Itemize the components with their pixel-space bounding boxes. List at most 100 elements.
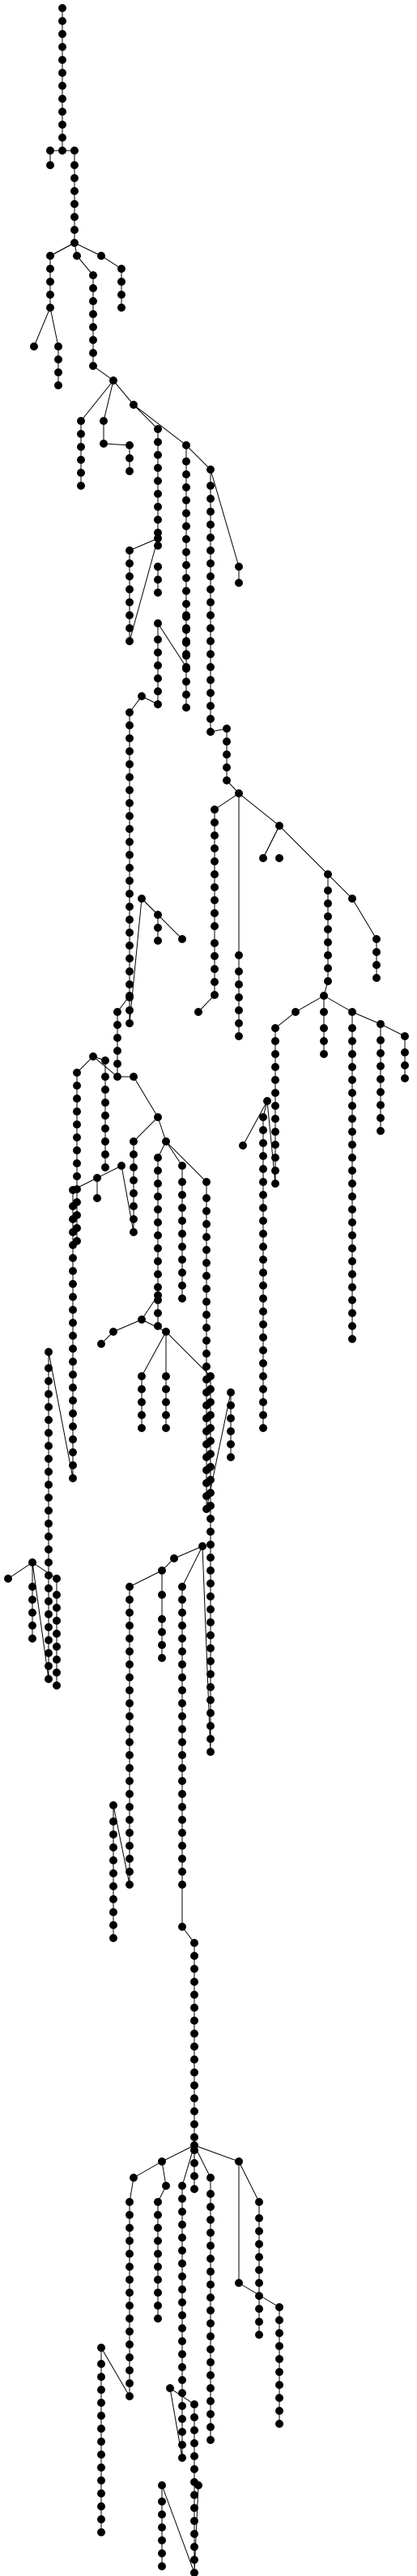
tree-node <box>130 1228 138 1236</box>
tree-node <box>255 2227 263 2235</box>
tree-node <box>178 2182 186 2190</box>
tree-node <box>206 1683 215 1691</box>
tree-node <box>235 1006 243 1014</box>
tree-node <box>126 877 134 885</box>
tree-node <box>178 1191 186 1199</box>
tree-node <box>130 1150 138 1158</box>
tree-node <box>227 1414 235 1422</box>
tree-node <box>158 2536 166 2544</box>
tree-node <box>275 2407 283 2415</box>
tree-node <box>97 2360 105 2368</box>
tree-node <box>126 773 134 781</box>
tree-node <box>182 611 190 619</box>
tree-node <box>69 1384 77 1392</box>
tree-node <box>178 1764 186 1772</box>
tree-node <box>259 1372 267 1380</box>
tree-node <box>126 611 134 619</box>
tree-node <box>206 1411 215 1419</box>
tree-node <box>202 1220 211 1228</box>
tree-node <box>58 56 66 64</box>
tree-node <box>130 1073 138 1081</box>
tree-node <box>178 2441 186 2449</box>
tree-node <box>206 1748 215 1756</box>
tree-node <box>178 1204 186 1212</box>
tree-edge <box>157 623 187 668</box>
tree-node <box>126 1751 134 1759</box>
tree-node <box>178 1230 186 1238</box>
tree-node <box>190 2094 198 2102</box>
tree-node <box>178 2389 186 2397</box>
tree-node <box>190 1965 198 1973</box>
tree-node <box>178 1673 186 1681</box>
tree-node <box>324 899 332 908</box>
tree-node <box>126 980 134 988</box>
tree-node <box>206 2229 215 2237</box>
tree-node <box>126 1622 134 1630</box>
tree-node <box>211 883 219 891</box>
tree-node <box>97 2528 105 2536</box>
tree-node <box>206 1502 215 1510</box>
tree-node <box>190 1952 198 1960</box>
tree-node <box>154 534 162 542</box>
tree-node <box>348 1154 356 1162</box>
tree-node <box>182 637 190 645</box>
tree-node <box>73 1082 81 1090</box>
tree-node <box>235 993 243 1001</box>
tree-node <box>372 935 381 943</box>
tree-edge <box>133 404 159 430</box>
tree-node <box>182 522 190 530</box>
tree-node <box>255 2214 263 2222</box>
tree-node <box>154 924 162 932</box>
tree-edge <box>380 1023 406 1037</box>
tree-node <box>77 456 85 464</box>
tree-node <box>206 2332 215 2340</box>
tree-node <box>178 1686 186 1694</box>
tree-node <box>259 1178 267 1186</box>
tree-edge <box>161 2485 195 2574</box>
tree-node <box>211 909 219 917</box>
tree-node <box>97 2502 105 2510</box>
tree-node <box>70 213 79 221</box>
tree-node <box>126 1881 134 1889</box>
tree-node <box>178 2376 186 2384</box>
tree-edge <box>173 1545 203 1559</box>
tree-node <box>206 482 215 490</box>
tree-node <box>154 1231 162 1239</box>
tree-node <box>126 1660 134 1668</box>
tree-node <box>154 464 162 472</box>
tree-node <box>162 1424 170 1432</box>
tree-node <box>198 1542 206 1550</box>
tree-node <box>154 619 162 627</box>
tree-node <box>154 542 162 550</box>
tree-node <box>320 1024 328 1032</box>
tree-node <box>69 1422 77 1430</box>
tree-node <box>126 786 134 794</box>
tree-node <box>58 43 66 51</box>
tree-node <box>206 2255 215 2263</box>
tree-node <box>97 2425 105 2433</box>
tree-node <box>348 1335 356 1343</box>
tree-node <box>178 1842 186 1850</box>
tree-node <box>190 2400 198 2408</box>
tree-node <box>348 1283 356 1291</box>
tree-node <box>154 674 162 682</box>
tree-node <box>271 1050 279 1058</box>
tree-node <box>206 650 215 658</box>
tree-node <box>182 600 190 608</box>
tree-node <box>348 1037 356 1045</box>
tree-node <box>154 1291 162 1299</box>
tree-node <box>178 1217 186 1225</box>
tree-node <box>46 252 54 260</box>
tree-node <box>324 886 332 895</box>
tree-node <box>178 1634 186 1643</box>
tree-node <box>101 1099 109 1107</box>
tree-node <box>126 1712 134 1720</box>
tree-node <box>206 533 215 542</box>
tree-node <box>117 265 126 273</box>
tree-node <box>126 454 134 462</box>
tree-node <box>109 1895 117 1903</box>
tree-node <box>69 1215 77 1223</box>
tree-node <box>154 451 162 459</box>
tree-node <box>97 2438 105 2446</box>
tree-node <box>223 725 231 733</box>
